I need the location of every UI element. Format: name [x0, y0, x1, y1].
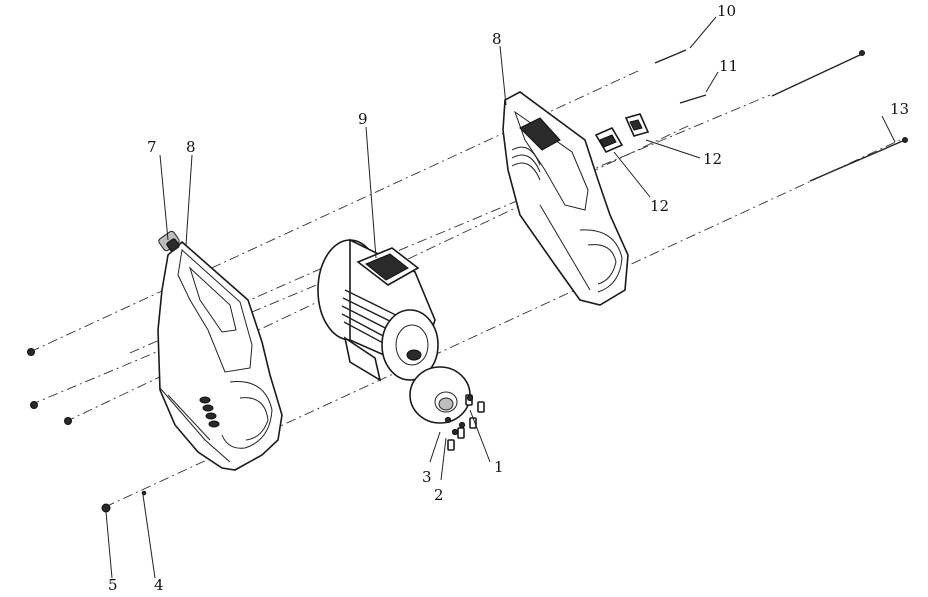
callout-2: 2 [434, 486, 444, 504]
callout-8-left: 8 [186, 138, 196, 156]
motor-part [317, 238, 439, 382]
tie-rods [654, 49, 908, 182]
callout-12-upper: 12 [703, 150, 722, 168]
callout-8-right: 8 [492, 30, 502, 48]
callout-5: 5 [108, 576, 118, 594]
flange-plate-part [409, 366, 485, 451]
callout-11: 11 [719, 57, 738, 75]
grille-vents [511, 117, 561, 181]
callout-1: 1 [494, 458, 504, 476]
callout-7: 7 [147, 138, 157, 156]
motor-foot [343, 336, 382, 382]
left-housing-part [157, 230, 283, 471]
vent-slots [199, 396, 220, 428]
bolts [444, 394, 485, 451]
callout-10: 10 [717, 2, 736, 20]
assembly-axis-lines [29, 69, 901, 508]
right-housing-part [502, 91, 629, 306]
callout-13: 13 [890, 100, 909, 118]
cable-gland-part [158, 230, 180, 252]
callout-4: 4 [154, 576, 164, 594]
leader-lines [105, 16, 896, 579]
connector-parts [594, 113, 650, 154]
callout-labels: 1 2 3 4 5 7 8 9 10 11 8 12 12 13 [108, 2, 909, 594]
callout-12-lower: 12 [650, 197, 669, 215]
callout-9: 9 [358, 110, 368, 128]
callout-3: 3 [422, 468, 432, 486]
nuts [27, 348, 147, 513]
